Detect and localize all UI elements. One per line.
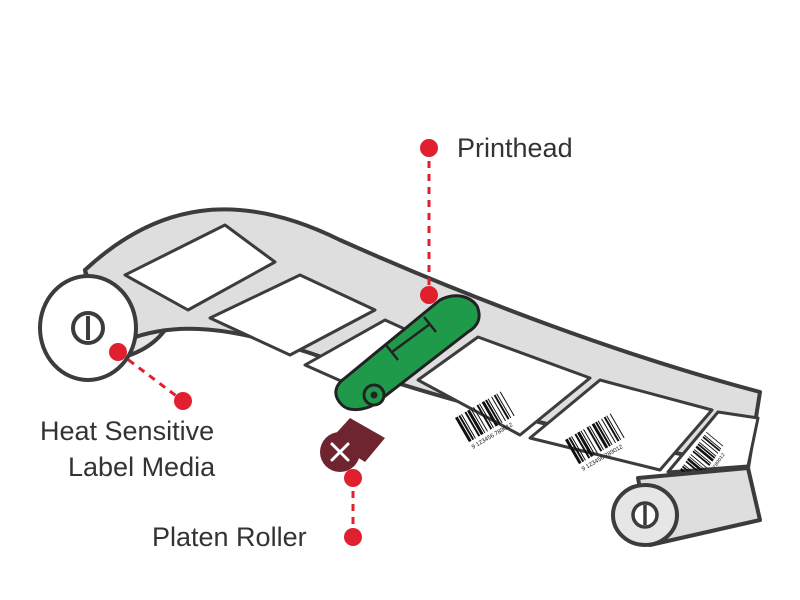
- barcode-bar: [580, 430, 596, 456]
- barcode-bar: [473, 407, 488, 432]
- barcode-bar: [694, 449, 712, 464]
- barcode-bar: [589, 425, 604, 451]
- barcode-bar: [568, 437, 585, 463]
- barcode-bar: [458, 415, 475, 441]
- barcode-bar: [479, 403, 494, 429]
- label-printed-1: [416, 335, 592, 437]
- barcode-bar: [595, 421, 611, 447]
- label-blank-1: [123, 223, 277, 312]
- barcode-bar: [697, 443, 716, 459]
- barcode-bar: [467, 409, 484, 436]
- barcode-bar: [455, 416, 472, 443]
- slot-screw-icon: [631, 501, 659, 529]
- printhead-callout: [420, 139, 438, 304]
- x-mark-icon: [330, 442, 350, 462]
- barcode-bar: [687, 457, 706, 474]
- barcode-bar: [565, 438, 582, 465]
- left-roll-face: [38, 274, 138, 382]
- media-callout: [109, 343, 192, 410]
- barcode-bar: [470, 408, 486, 434]
- barcode-bar: [591, 423, 609, 449]
- label-blank-2: [208, 273, 377, 357]
- slot-screw-icon: [71, 311, 105, 345]
- barcode-bar: [692, 450, 711, 467]
- barcode-bar: [574, 433, 591, 459]
- media-label-line1: Heat Sensitive: [40, 416, 215, 446]
- barcode-bar: [609, 413, 625, 439]
- platen-roller: [320, 418, 385, 472]
- barcode-bar: [603, 416, 620, 442]
- barcode-bar: [583, 429, 598, 454]
- barcode-bar: [601, 418, 616, 444]
- barcode-2: 9 123456 789012: [565, 413, 625, 473]
- barcode-bar: [699, 441, 717, 457]
- barcode-bar: [571, 436, 586, 461]
- barcode-bar: [499, 391, 515, 417]
- barcode-bar: [606, 415, 622, 441]
- barcode-bar: [485, 399, 501, 425]
- barcode-bar: [586, 426, 603, 452]
- barcode-1: 9 123456 789012: [455, 391, 515, 451]
- printhead: [334, 294, 481, 412]
- barcode-bar: [690, 454, 708, 469]
- barcode-bar: [461, 414, 476, 439]
- barcode-bar: [491, 396, 506, 422]
- barcode-bar: [689, 456, 707, 472]
- barcode-bar: [487, 398, 503, 424]
- barcode-bar: [496, 393, 512, 419]
- barcode-bar: [493, 394, 510, 420]
- barcode-bar: [706, 431, 724, 447]
- barcode-bar: [577, 431, 594, 458]
- barcode-bar: [476, 404, 493, 430]
- barcode-bar: [464, 411, 481, 437]
- printhead-label: Printhead: [457, 133, 573, 163]
- media-label-line2: Label Media: [68, 452, 216, 482]
- barcode-bar: [701, 439, 719, 454]
- platen-callout: [344, 469, 362, 546]
- barcode-bar: [702, 436, 721, 452]
- barcode-bar: [481, 401, 499, 427]
- platen-label: Platen Roller: [152, 522, 307, 552]
- right-takeup-roll: [611, 466, 762, 547]
- barcode-bar: [597, 420, 613, 446]
- barcode-bar: [695, 445, 714, 462]
- barcode-bar: [704, 434, 722, 450]
